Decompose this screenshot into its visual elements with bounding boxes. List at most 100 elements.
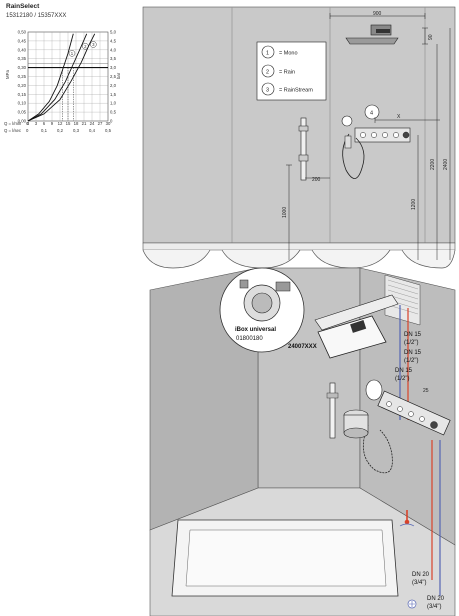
- svg-text:2: 2: [266, 70, 269, 76]
- x-tick-row2: 0,4: [89, 128, 96, 133]
- curve-label-circle: [90, 41, 97, 48]
- y-tick-left: 0,05: [18, 110, 27, 115]
- y-tick-left: 0,10: [18, 101, 27, 106]
- curve-label: 2: [84, 44, 87, 49]
- shower-holder-knob-icon: [365, 379, 383, 401]
- svg-text:= Mono: = Mono: [279, 51, 298, 57]
- x-tick-row2: 0,3: [73, 128, 80, 133]
- x-row1-label: Q = l/min: [4, 121, 22, 126]
- dim-shower-arm: 200: [312, 177, 321, 183]
- y-tick-right: 0: [110, 119, 113, 124]
- y-tick-left: 0,25: [18, 74, 27, 79]
- y-tick-right: 3,0: [110, 65, 117, 70]
- showerpipe-knob-icon: [341, 115, 353, 127]
- curve-label-circle: [68, 50, 76, 57]
- shower-connector-icon: [350, 320, 367, 333]
- x-row1-unit: G: [26, 121, 30, 126]
- flow-curve-3: [27, 33, 96, 122]
- product-title: RainSelect: [6, 3, 40, 10]
- tub-edge: [142, 242, 456, 251]
- y-tick-left: 0,45: [18, 38, 27, 43]
- flow-curve-1: [27, 33, 74, 122]
- shower-hose-icon: [342, 133, 365, 179]
- flow-curve-2: [27, 33, 88, 122]
- y-tick-right: 2,0: [110, 83, 117, 88]
- dim-depth: 90: [428, 34, 434, 40]
- tub-front-curves: [142, 249, 456, 269]
- y-tick-left: 0,30: [18, 65, 27, 70]
- dim-height-2400: 2400: [443, 159, 449, 170]
- x-tick-row1: 9: [51, 121, 54, 126]
- curve-label: 3: [92, 42, 95, 47]
- y-tick-left: 0,40: [18, 47, 27, 52]
- svg-text:1: 1: [266, 51, 269, 57]
- dim-width: 900: [373, 11, 382, 17]
- x-tick-row1: 21: [82, 121, 87, 126]
- y-tick-right: 4,5: [110, 38, 117, 43]
- shower-head-top-icon: [376, 29, 390, 33]
- y-tick-right: 1,5: [110, 92, 117, 97]
- dn-label-3: DN 15: [395, 368, 413, 374]
- x-tick-row1: 27: [98, 121, 103, 126]
- x-row2-unit: 0: [26, 128, 29, 133]
- x-tick-row1: 24: [90, 121, 95, 126]
- legend-item-rain: 2 = Rain: [261, 64, 295, 78]
- overhead-shower-head-icon: [345, 37, 399, 45]
- callout-4-label: 4: [370, 111, 373, 117]
- module-buttons: [360, 131, 410, 139]
- svg-text:= RainStream: = RainStream: [279, 88, 313, 94]
- dn-label-2-inch: (1/2"): [404, 358, 418, 364]
- dn-label-5-inch: (3/4"): [427, 604, 441, 610]
- slide-rail: [300, 117, 307, 181]
- y-tick-right: 1,0: [110, 101, 117, 106]
- bathtub-basin: [185, 529, 387, 587]
- shower-hose-3d: [362, 424, 393, 474]
- curve-label: 1: [71, 51, 74, 56]
- pressure-flow-chart: MPa bar 0,500,450,400,350,300,250,200,15…: [4, 30, 121, 134]
- x-tick-row1: 30: [106, 121, 111, 126]
- dn-label-4-inch: (3/4"): [412, 580, 426, 586]
- thermostat-bar-buttons: [386, 401, 438, 429]
- wall-elevation-view: 900 90 1 = Mono 2 = Rain 3 = RainStream …: [142, 6, 456, 269]
- dn-label-5: DN 20: [427, 596, 445, 602]
- part-code: 24007XXX: [288, 344, 317, 350]
- y-tick-right: 0,5: [110, 110, 117, 115]
- product-codes: 15312180 / 15357XXX: [6, 13, 66, 19]
- y-tick-right: 4,0: [110, 47, 117, 52]
- x-tick-row1: 12: [58, 121, 63, 126]
- dim-x: X: [397, 114, 401, 120]
- y-tick-right: 5,0: [110, 30, 117, 35]
- svg-text:= Rain: = Rain: [279, 70, 295, 76]
- x-tick-row1: 3: [35, 121, 38, 126]
- hand-shower-icon: [344, 135, 352, 149]
- y-tick-left: 0,00: [18, 119, 27, 124]
- installation-3d-view: 24007XXX iBox universal 01800180 DN 15 (…: [149, 267, 456, 616]
- dn-label-1: DN 15: [404, 332, 422, 338]
- dn-label-3-inch: (1/2"): [395, 376, 409, 382]
- y-tick-left: 0,50: [18, 30, 27, 35]
- dn-label-1-inch: (1/2"): [404, 340, 418, 346]
- slide-rail-3d: [329, 382, 336, 439]
- x-tick-row2: 0,2: [57, 128, 64, 133]
- ceiling-shower-arm: [314, 294, 399, 331]
- temperature-icon: [399, 510, 415, 527]
- gap-mark: 25: [423, 388, 429, 394]
- x-tick-row1: 18: [74, 121, 79, 126]
- dim-valve-height: 1200: [411, 199, 417, 210]
- water-inlet-icon: [407, 599, 417, 609]
- chart-ticks: 0,500,450,400,350,300,250,200,150,100,05…: [18, 30, 117, 134]
- ibox-code: 01800180: [236, 336, 263, 342]
- dn-label-2: DN 15: [404, 350, 422, 356]
- y-axis-right-unit: bar: [116, 72, 121, 79]
- y-tick-right: 3,5: [110, 56, 117, 61]
- y-axis-label: MPa: [5, 70, 10, 79]
- legend-item-mono: 1 = Mono: [261, 45, 298, 59]
- dn-label-4: DN 20: [412, 572, 430, 578]
- callout-4-icon: [364, 104, 380, 120]
- y-tick-right: 2,5: [110, 74, 117, 79]
- x-tick-row1: 6: [43, 121, 46, 126]
- y-tick-left: 0,20: [18, 83, 27, 88]
